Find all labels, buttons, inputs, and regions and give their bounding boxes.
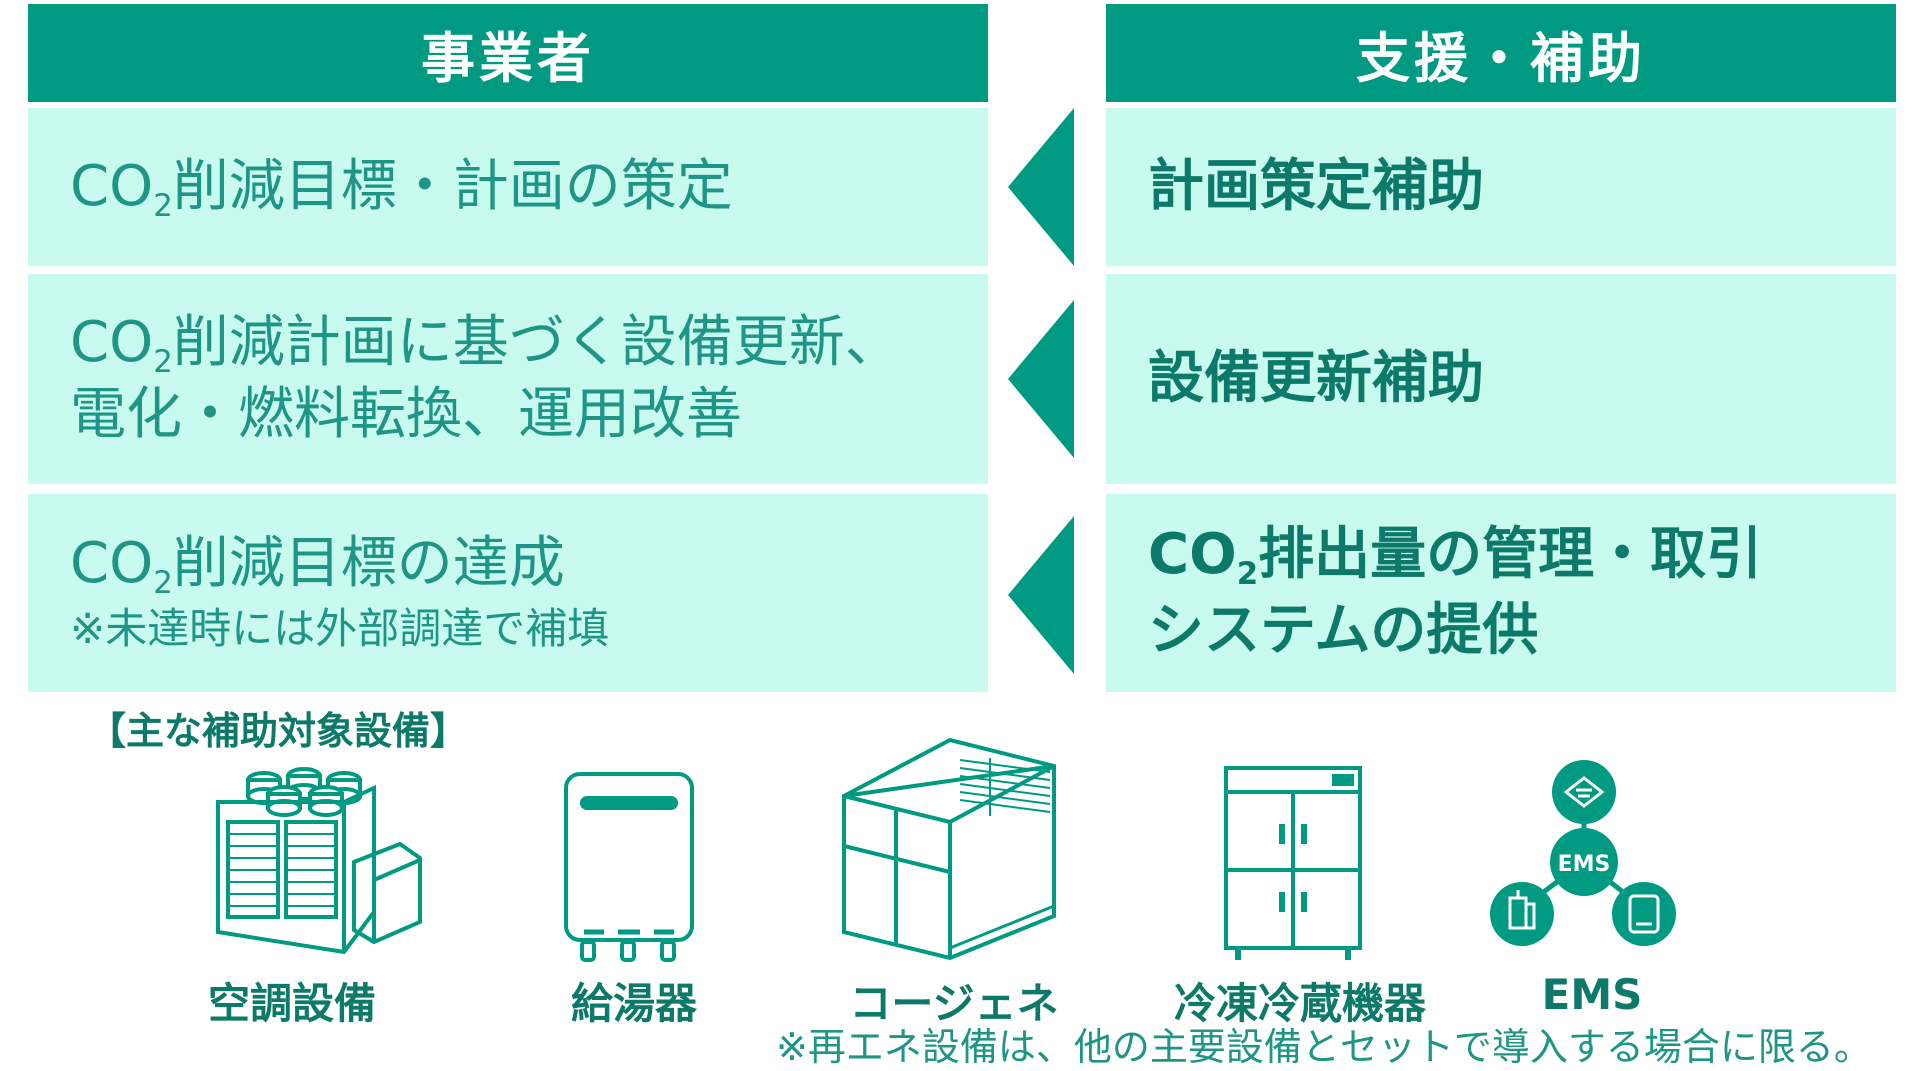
arrow-left-icon	[1008, 516, 1074, 674]
renewable-footnote: ※再エネ設備は、他の主要設備とセットで導入する場合に限る。	[776, 1025, 1872, 1069]
operator-row-text: 削減計画に基づく設備更新、	[172, 310, 901, 375]
operator-row-plan: CO2削減目標・計画の策定	[28, 108, 988, 266]
refrigerator-icon	[1224, 766, 1362, 960]
support-row-text: 設備更新補助	[1148, 346, 1484, 411]
cogeneration-icon	[842, 737, 1056, 960]
ems-icon: EMS	[1490, 760, 1676, 946]
operator-row-equipment: CO2削減計画に基づく設備更新、 電化・燃料転換、運用改善	[28, 274, 988, 484]
arrow-left-icon	[1008, 108, 1074, 266]
equipment-section-title: 【主な補助対象設備】	[88, 709, 469, 753]
support-row-system: CO2排出量の管理・取引 システムの提供	[1106, 494, 1896, 692]
co2-label: CO2	[70, 531, 173, 601]
support-row-text-line2: システムの提供	[1148, 598, 1539, 663]
operator-row-text: 削減目標の達成	[172, 531, 565, 596]
operator-row-achievement: CO2削減目標の達成 ※未達時には外部調達で補填	[28, 494, 988, 692]
equipment-label-refrigerator: 冷凍冷蔵機器	[1173, 979, 1427, 1028]
business-operator-header: 事業者	[28, 4, 988, 102]
support-row-text: 排出量の管理・取引	[1258, 522, 1763, 587]
co2-label: CO2	[70, 154, 173, 224]
water-heater-icon	[564, 772, 694, 962]
equipment-label-air-conditioner: 空調設備	[207, 979, 377, 1028]
air-conditioner-icon	[216, 767, 422, 955]
support-subsidy-header: 支援・補助	[1106, 4, 1896, 102]
support-row-plan: 計画策定補助	[1106, 108, 1896, 266]
support-row-equipment: 設備更新補助	[1106, 274, 1896, 484]
arrow-left-icon	[1008, 300, 1074, 458]
ems-center-label: EMS	[1558, 852, 1611, 877]
co2-label: CO2	[1148, 522, 1259, 592]
operator-row-note: ※未達時には外部調達で補填	[70, 604, 610, 653]
operator-row-text-line2: 電化・燃料転換、運用改善	[70, 382, 742, 447]
equipment-label-water-heater: 給湯器	[570, 979, 698, 1028]
operator-row-text: 削減目標・計画の策定	[172, 154, 733, 219]
support-row-text: 計画策定補助	[1148, 154, 1484, 219]
equipment-label-cogeneration: コージェネ	[849, 979, 1059, 1028]
equipment-label-ems: EMS	[1541, 970, 1643, 1019]
co2-label: CO2	[70, 310, 173, 380]
